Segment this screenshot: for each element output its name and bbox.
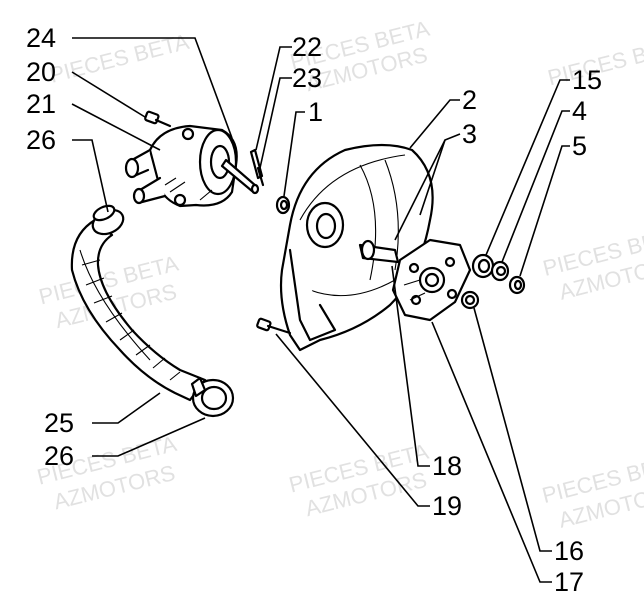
o-ring-1 <box>275 195 291 215</box>
callout-19: 19 <box>432 491 462 521</box>
callout-15: 15 <box>572 65 602 95</box>
callout-23: 23 <box>292 63 322 93</box>
callout-3: 3 <box>462 119 477 149</box>
callout-4: 4 <box>572 96 587 126</box>
hose-clamp-26-lower <box>190 376 235 418</box>
coolant-hose-25 <box>70 218 207 402</box>
nut-16 <box>460 290 480 310</box>
callout-24: 24 <box>26 23 56 53</box>
callout-20: 20 <box>26 57 56 87</box>
callout-22: 22 <box>292 32 322 62</box>
callout-1: 1 <box>308 97 323 127</box>
hose-clamp-26-upper <box>91 204 125 236</box>
callout-17: 17 <box>554 567 584 597</box>
callout-26-upper: 26 <box>26 125 56 155</box>
callout-18: 18 <box>432 451 462 481</box>
clip-23 <box>256 166 265 187</box>
washer-15 <box>471 253 495 279</box>
nut-4 <box>490 260 510 282</box>
fan-shroud-2 <box>279 143 434 352</box>
callout-26-lower: 26 <box>44 441 74 471</box>
leader-lines <box>71 37 570 583</box>
callout-21: 21 <box>26 89 56 119</box>
screw-20 <box>144 110 172 128</box>
callouts: 24 20 21 26 22 23 1 2 3 15 4 5 25 26 18 … <box>26 23 602 597</box>
cap-5 <box>508 275 526 295</box>
screw-19 <box>256 317 292 335</box>
callout-16: 16 <box>554 536 584 566</box>
callout-2: 2 <box>462 85 477 115</box>
callout-25: 25 <box>44 408 74 438</box>
fan-hub-plate-17 <box>391 238 472 322</box>
water-pump-body <box>124 124 260 208</box>
callout-5: 5 <box>572 131 587 161</box>
